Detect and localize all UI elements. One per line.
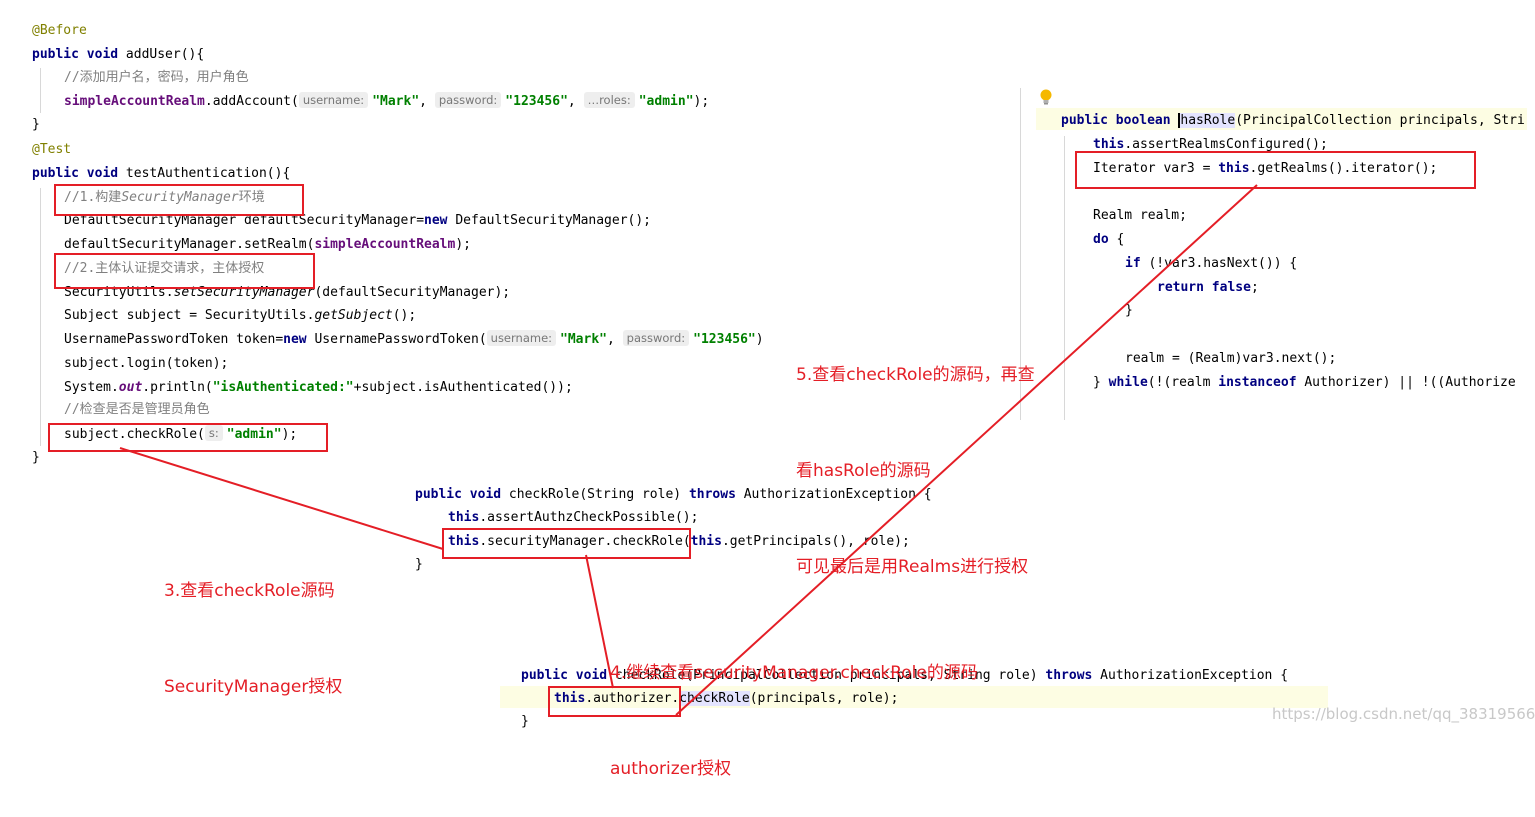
close-brace: }	[1125, 303, 1133, 318]
add-user-comment: //添加用户名，密码，用户角色	[64, 70, 249, 85]
close-brace: }	[521, 714, 529, 729]
comment-check-admin: //检查是否是管理员角色	[64, 402, 210, 417]
caption-step3: 3.查看checkRole源码 SecurityManager授权	[164, 581, 343, 697]
set-realm-line: defaultSecurityManager.setRealm(simpleAc…	[64, 237, 471, 252]
param-hint-username: username:	[486, 330, 557, 346]
param-hint-password: password:	[622, 330, 690, 346]
while-line: } while(!(realm instanceof Authorizer) |…	[1093, 375, 1516, 390]
caption-step5: 5.查看checkRole的源码，再查 看hasRole的源码 可见最后是用Re…	[796, 365, 1035, 577]
get-subject-line: Subject subject = SecurityUtils.getSubje…	[64, 308, 417, 323]
close-brace: }	[415, 557, 423, 572]
iterator-line: Iterator var3 = this.getRealms().iterato…	[1093, 161, 1438, 176]
highlight-box-comment1	[54, 184, 304, 216]
check-role-line: subject.checkRole(s:"admin");	[64, 425, 298, 442]
bulb-icon[interactable]	[1039, 88, 1053, 106]
mid-assert-line: this.assertAuthzCheckPossible();	[448, 510, 699, 525]
param-hint-username: username:	[298, 92, 369, 108]
watermark: https://blog.csdn.net/qq_38319566	[1272, 705, 1535, 723]
add-user-signature: public void addUser(){	[32, 47, 205, 62]
close-brace: }	[32, 450, 40, 465]
param-hint-s: s:	[204, 425, 223, 441]
login-line: subject.login(token);	[64, 356, 229, 371]
test-signature: public void testAuthentication(){	[32, 166, 291, 181]
test-annotation: @Test	[32, 142, 72, 157]
param-hint-roles: …roles:	[583, 92, 635, 108]
highlight-box-comment2	[54, 253, 315, 289]
realm-decl-line: Realm realm;	[1093, 208, 1187, 223]
indent-guide	[1064, 136, 1065, 420]
token-line: UsernamePasswordToken token=new Username…	[64, 330, 764, 347]
caption-step4: 4.继续查看securityManager.checkRole的源码 autho…	[610, 663, 978, 779]
indent-guide	[40, 188, 41, 446]
highlight-box-security-manager	[442, 528, 691, 559]
realm-next-line: realm = (Realm)var3.next();	[1125, 351, 1337, 366]
assert-realms-line: this.assertRealmsConfigured();	[1093, 137, 1328, 152]
line-highlight	[1036, 108, 1527, 130]
comment-subject-auth: //2.主体认证提交请求，主体授权	[64, 261, 265, 276]
println-line: System.out.println("isAuthenticated:"+su…	[64, 380, 573, 395]
highlight-box-check-role	[48, 423, 328, 452]
if-line: if (!var3.hasNext()) {	[1125, 256, 1298, 271]
indent-guide	[40, 68, 41, 113]
do-line: do {	[1093, 232, 1125, 247]
new-security-manager-line: DefaultSecurityManager defaultSecurityMa…	[64, 213, 652, 228]
highlight-box-iterator	[1075, 151, 1476, 189]
has-role-signature: public boolean hasRole(PrincipalCollecti…	[1061, 113, 1525, 128]
param-hint-password: password:	[434, 92, 502, 108]
return-false-line: return false;	[1157, 280, 1259, 295]
close-brace: }	[32, 117, 40, 132]
comment-build-security-manager: //1.构建SecurityManager环境	[64, 190, 265, 205]
add-account-line: simpleAccountRealm.addAccount(username:"…	[64, 92, 710, 109]
before-annotation: @Before	[32, 23, 87, 38]
